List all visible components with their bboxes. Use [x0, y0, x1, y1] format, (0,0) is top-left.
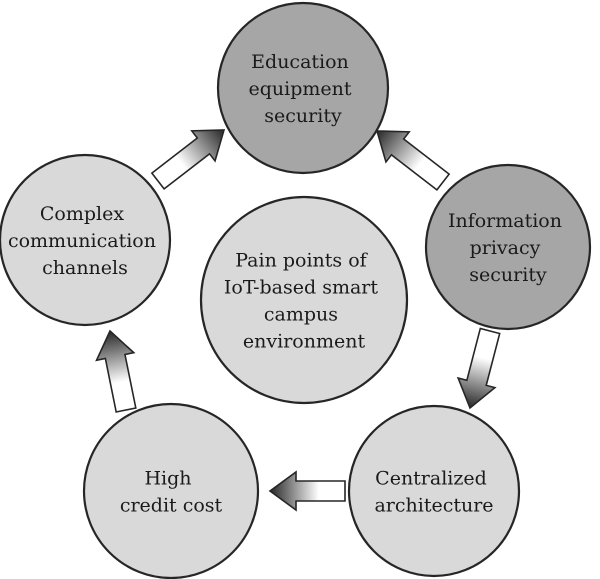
node-credit: High credit cost — [82, 402, 260, 579]
node-label-line: channels — [42, 257, 128, 279]
center-label: Pain points of IoT-based smart campus en… — [224, 250, 384, 353]
node-privacy: Information privacy security — [424, 163, 592, 331]
node-channels-circle — [0, 153, 172, 327]
node-privacy-label: Information privacy security — [448, 210, 568, 286]
node-education: Education equipment security — [216, 1, 390, 175]
center-circle — [199, 195, 409, 405]
node-label-line: Complex — [40, 203, 124, 225]
arrow-channels-to-education — [150, 129, 226, 191]
block-arrow — [375, 130, 451, 192]
block-arrow — [268, 470, 346, 512]
block-arrow — [456, 327, 501, 410]
node-privacy-circle — [424, 163, 592, 331]
node-education-label: Education equipment security — [248, 51, 357, 127]
node-label-line: security — [469, 264, 547, 286]
node-centralized-circle — [347, 404, 521, 578]
center-label-line: IoT-based smart — [224, 277, 378, 299]
node-label-line: credit cost — [120, 495, 223, 517]
node-label-line: security — [264, 105, 342, 127]
arrow-privacy-to-education — [375, 130, 451, 192]
node-label-line: High — [144, 468, 191, 490]
node-label-line: Information — [448, 210, 562, 232]
center-label-line: environment — [243, 331, 366, 353]
node-credit-circle — [82, 402, 260, 579]
node-channels-label: Complex communication channels — [8, 203, 162, 279]
arrow-privacy-to-centralized — [456, 327, 501, 410]
node-label-line: privacy — [470, 237, 541, 259]
node-centralized-label: Centralized architecture — [374, 468, 493, 517]
arrow-centralized-to-credit — [268, 470, 346, 512]
node-label-line: communication — [8, 230, 156, 252]
center-label-line: Pain points of — [235, 250, 368, 272]
node-label-line: architecture — [374, 495, 493, 517]
node-channels: Complex communication channels — [0, 153, 172, 327]
node-education-circle — [216, 1, 390, 175]
node-label-line: Education — [251, 51, 349, 73]
center-label-line: campus — [264, 304, 338, 326]
arrow-credit-to-channels — [95, 329, 137, 413]
block-arrow — [150, 129, 226, 191]
block-arrow — [95, 329, 137, 413]
node-label-line: Centralized — [375, 468, 487, 490]
node-label-line: equipment — [248, 78, 351, 100]
node-credit-label: High credit cost — [120, 468, 223, 517]
center-node: Pain points of IoT-based smart campus en… — [199, 195, 409, 405]
node-centralized: Centralized architecture — [347, 404, 521, 578]
